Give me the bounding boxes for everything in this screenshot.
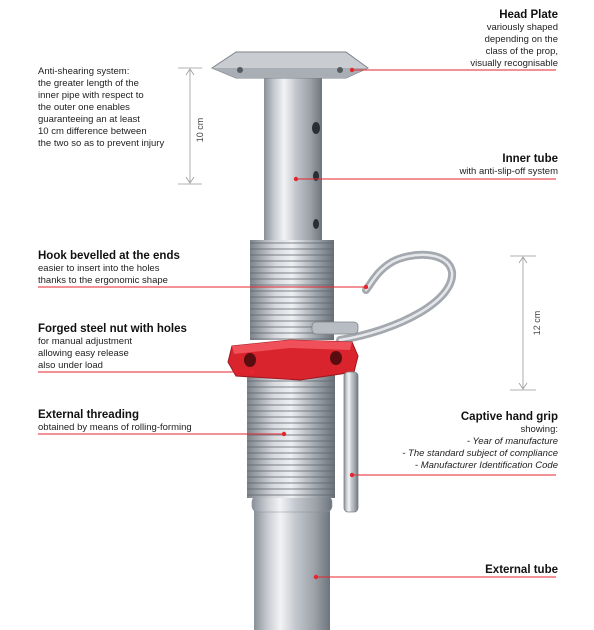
anti-shearing-line: inner pipe with respect to	[38, 90, 144, 101]
threading-label: External threading obtained by means of …	[38, 408, 238, 434]
dimension-top-label: 10 cm	[195, 118, 205, 143]
anti-shearing-line: guaranteeing an at least	[38, 114, 140, 125]
anti-shearing-line: the outer one enables	[38, 102, 130, 113]
threading-title: External threading	[38, 409, 139, 421]
hand-grip-line: - Manufacturer Identification Code	[414, 460, 558, 471]
inner-tube-hole	[313, 219, 319, 229]
dimension-top	[178, 67, 202, 185]
dimension-right	[510, 255, 536, 391]
head-plate-line: visually recognisable	[470, 58, 558, 69]
head-plate-line: class of the prop,	[485, 46, 558, 57]
dimension-right-label: 12 cm	[532, 311, 542, 336]
hand-grip-line: - Year of manufacture	[466, 436, 558, 447]
external-tube	[254, 495, 330, 630]
inner-tube-hole	[313, 171, 319, 181]
external-tube-collar	[251, 495, 333, 513]
anti-shearing-line: 10 cm difference between	[38, 126, 147, 137]
inner-tube-label: Inner tube with anti-slip-off system	[398, 152, 558, 178]
hook-line: thanks to the ergonomic shape	[38, 275, 168, 286]
hand-grip-label: Captive hand grip showing: - Year of man…	[358, 410, 558, 472]
head-plate-label: Head Plate variously shaped depending on…	[418, 8, 558, 70]
hand-grip-title: Captive hand grip	[460, 411, 558, 423]
inner-tube	[264, 72, 322, 242]
anti-shearing-line: the two so as to prevent injury	[38, 138, 165, 149]
nut-hole	[244, 353, 256, 367]
nut-hole	[330, 351, 342, 365]
anti-shearing-note: Anti-shearing system: the greater length…	[38, 66, 188, 150]
hand-grip-line: - The standard subject of compliance	[402, 448, 558, 459]
inner-tube-hole	[312, 122, 320, 134]
hook-pin	[311, 321, 359, 335]
anti-shearing-line: the greater length of the	[38, 78, 139, 89]
nut-line: for manual adjustment	[38, 336, 132, 347]
head-plate-line: variously shaped	[486, 22, 558, 33]
threading-line: obtained by means of rolling-forming	[38, 422, 192, 433]
nut-label: Forged steel nut with holes for manual a…	[38, 322, 238, 372]
hand-grip-line: showing:	[520, 424, 559, 435]
hook-title: Hook bevelled at the ends	[38, 250, 180, 262]
external-tube-title: External tube	[485, 564, 558, 576]
captive-hand-grip	[343, 371, 359, 513]
hook-line: easier to insert into the holes	[38, 263, 160, 274]
inner-tube-line: with anti-slip-off system	[459, 166, 558, 177]
external-tube-label: External tube	[418, 563, 558, 577]
nut-line: also under load	[38, 360, 103, 371]
inner-tube-title: Inner tube	[502, 153, 558, 165]
head-plate-line: depending on the	[484, 34, 558, 45]
anti-shearing-line: Anti-shearing system:	[38, 66, 130, 77]
nut-title: Forged steel nut with holes	[38, 323, 187, 335]
head-plate-title: Head Plate	[499, 9, 558, 21]
nut-line: allowing easy release	[38, 348, 129, 359]
hook-label: Hook bevelled at the ends easier to inse…	[38, 249, 238, 287]
